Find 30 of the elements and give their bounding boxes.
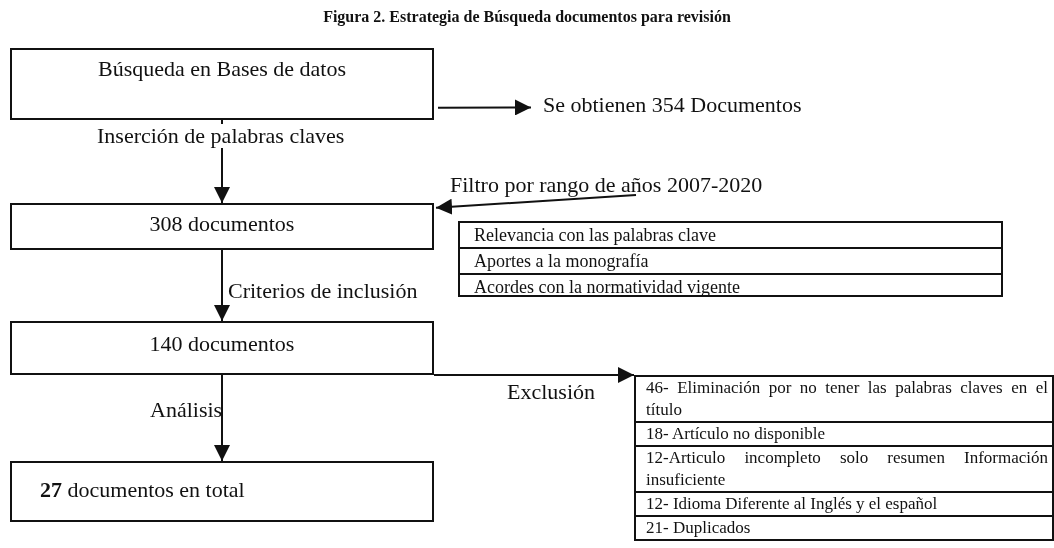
note-text: Se obtienen 354 Documentos xyxy=(543,92,802,117)
table-row: 12-Articulo incompleto solo resumen Información insuficiente xyxy=(636,445,1052,491)
process-box xyxy=(10,321,434,375)
arrow xyxy=(437,99,532,116)
arrow xyxy=(214,249,230,322)
edge-label: Exclusión xyxy=(507,380,595,404)
arrow xyxy=(214,374,230,462)
process-box xyxy=(10,203,434,250)
edge-label: Análisis xyxy=(150,398,223,422)
box-text: Búsqueda en Bases de datos xyxy=(97,56,347,83)
note-text: Filtro por rango de años 2007-2020 xyxy=(450,172,763,197)
arrow xyxy=(435,194,637,215)
list-table xyxy=(458,221,1003,297)
table-row-text: 46- Eliminación por no tener las palabras claves en el título xyxy=(645,377,1049,421)
figure-title: Figura 2. Estrategia de Búsqueda documentos para revisión xyxy=(322,8,732,26)
table-row: Aportes a la monografía xyxy=(460,247,1001,273)
box-text: 27 documentos en total xyxy=(40,477,245,504)
box-text: 140 documentos xyxy=(149,331,295,358)
table-row: 21- Duplicados xyxy=(636,515,1052,539)
table-row: 12- Idioma Diferente al Inglés y el español xyxy=(636,491,1052,515)
process-box xyxy=(10,461,434,522)
box-text: 308 documentos xyxy=(149,211,295,238)
list-table xyxy=(634,375,1054,541)
edge-label: Inserción de palabras claves xyxy=(97,124,345,148)
table-row-text: Relevancia con las palabras clave xyxy=(473,224,717,247)
table-row: 18- Artículo no disponible xyxy=(636,421,1052,445)
table-row: Acordes con la normatividad vigente xyxy=(460,273,1001,299)
process-box xyxy=(10,48,434,120)
edge-label: Criterios de inclusión xyxy=(228,279,418,303)
arrow xyxy=(433,367,635,383)
